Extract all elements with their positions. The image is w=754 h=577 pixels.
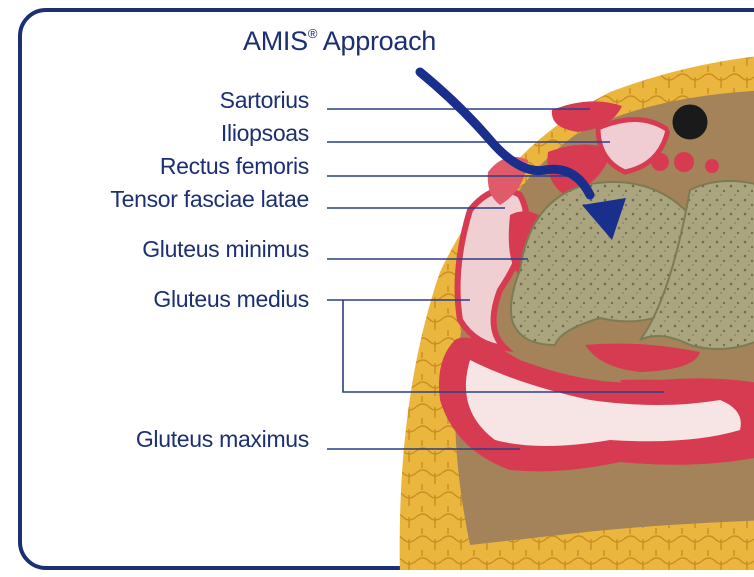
registered-mark: ® xyxy=(308,26,317,41)
label-sartorius: Sartorius xyxy=(189,87,309,113)
diagram-title: AMIS® Approach xyxy=(243,26,436,57)
label-iliopsoas: Iliopsoas xyxy=(189,120,309,146)
femoral-vessel xyxy=(670,102,710,142)
label-gluteus-maximus: Gluteus maximus xyxy=(69,426,309,452)
label-tensor-fasciae-latae: Tensor fasciae latae xyxy=(14,186,309,212)
vessel-small-2 xyxy=(674,152,694,172)
label-gluteus-medius: Gluteus medius xyxy=(89,286,309,312)
vessel-small-1 xyxy=(651,153,669,171)
label-rectus-femoris: Rectus femoris xyxy=(109,153,309,179)
label-gluteus-minimus: Gluteus minimus xyxy=(79,236,309,262)
vessel-small-3 xyxy=(705,159,719,173)
